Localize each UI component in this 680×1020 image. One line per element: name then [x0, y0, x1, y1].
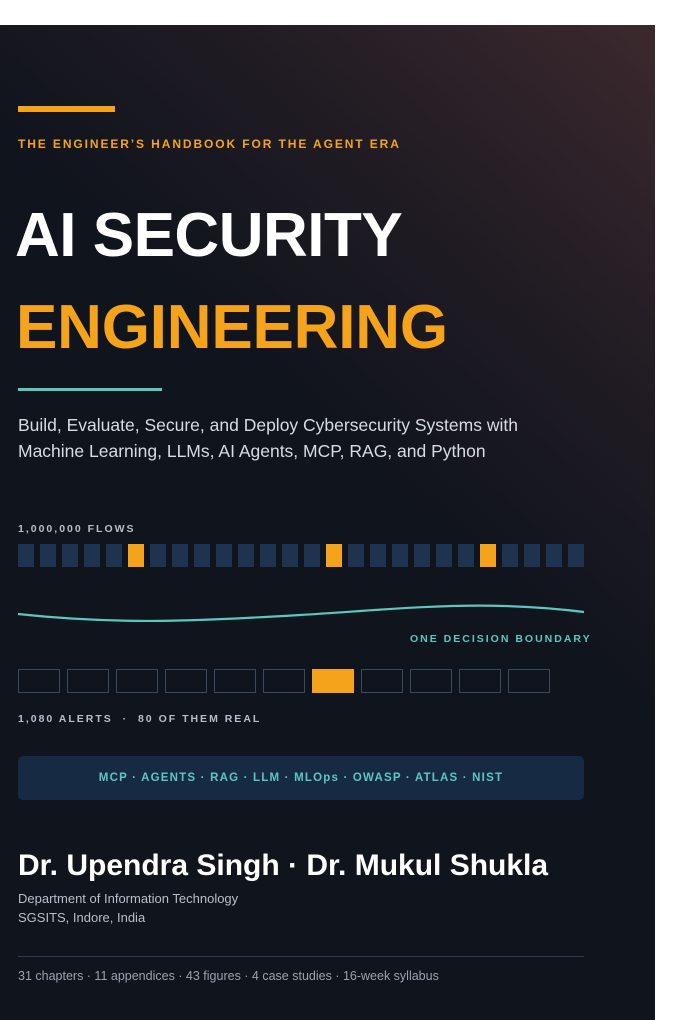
flow-cell [414, 544, 430, 567]
flows-label: 1,000,000 FLOWS [18, 523, 136, 535]
alert-cell [116, 669, 158, 693]
flow-cell [172, 544, 188, 567]
alert-cell [67, 669, 109, 693]
flow-cell [304, 544, 320, 567]
subtitle: Build, Evaluate, Secure, and Deploy Cybe… [18, 412, 618, 464]
flows-row [18, 544, 584, 567]
alert-cell [18, 669, 60, 693]
affiliation-line-2: SGSITS, Indore, India [18, 910, 146, 925]
subtitle-line-2: Machine Learning, LLMs, AI Agents, MCP, … [18, 441, 486, 461]
flow-cell [436, 544, 452, 567]
kicker-text: THE ENGINEER’S HANDBOOK FOR THE AGENT ER… [18, 137, 401, 151]
flow-cell [216, 544, 232, 567]
flow-cell [18, 544, 34, 567]
subtitle-line-1: Build, Evaluate, Secure, and Deploy Cybe… [18, 415, 518, 435]
boundary-label: ONE DECISION BOUNDARY [410, 633, 592, 645]
book-stats: 31 chapters · 11 appendices · 43 figures… [18, 969, 439, 983]
tag-list: MCP · AGENTS · RAG · LLM · MLOps · OWASP… [98, 772, 504, 784]
title-line-2: ENGINEERING [16, 293, 448, 362]
flow-cell [524, 544, 540, 567]
flow-cell [84, 544, 100, 567]
flow-cell-highlighted [480, 544, 496, 567]
alert-cell [361, 669, 403, 693]
flow-cell [392, 544, 408, 567]
tag-box: MCP · AGENTS · RAG · LLM · MLOps · OWASP… [18, 756, 584, 800]
alert-cell [214, 669, 256, 693]
affiliation-line-1: Department of Information Technology [18, 891, 239, 906]
alerts-label: 1,080 ALERTS · 80 OF THEM REAL [18, 713, 262, 725]
alert-cell [410, 669, 452, 693]
flow-cell [282, 544, 298, 567]
flow-cell-highlighted [326, 544, 342, 567]
accent-bar [18, 106, 115, 112]
teal-divider [18, 388, 162, 391]
flow-cell [150, 544, 166, 567]
decision-boundary-curve [17, 604, 585, 623]
title-line-1: AI SECURITY [15, 201, 403, 270]
flow-cell-highlighted [128, 544, 144, 567]
flow-cell [370, 544, 386, 567]
flow-cell [238, 544, 254, 567]
alert-cell [508, 669, 550, 693]
book-cover: THE ENGINEER’S HANDBOOK FOR THE AGENT ER… [0, 25, 655, 1020]
authors: Dr. Upendra Singh · Dr. Mukul Shukla [18, 849, 549, 882]
flow-cell [194, 544, 210, 567]
flow-cell [348, 544, 364, 567]
flow-cell [40, 544, 56, 567]
alert-cell [165, 669, 207, 693]
alert-cell [263, 669, 305, 693]
flow-cell [546, 544, 562, 567]
footer-rule [18, 956, 584, 957]
flow-cell [62, 544, 78, 567]
alerts-row [18, 669, 550, 693]
flow-cell [458, 544, 474, 567]
flow-cell [568, 544, 584, 567]
flow-cell [502, 544, 518, 567]
alert-cell-highlighted [312, 669, 354, 693]
affiliation: Department of Information Technology SGS… [18, 889, 238, 927]
flow-cell [106, 544, 122, 567]
alert-cell [459, 669, 501, 693]
flow-cell [260, 544, 276, 567]
